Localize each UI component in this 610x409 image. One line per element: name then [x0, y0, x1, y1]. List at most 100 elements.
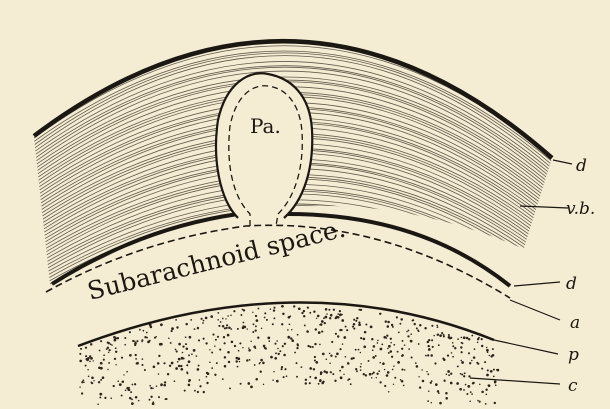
cortex-dot	[428, 391, 429, 392]
cortex-dot	[217, 319, 219, 321]
cortex-dot	[314, 377, 317, 380]
cortex-dot	[303, 310, 305, 312]
cortex-dot	[218, 325, 220, 327]
cortex-dot	[110, 397, 112, 399]
cortex-dot	[351, 357, 353, 359]
cortex-dot	[224, 365, 227, 368]
cortex-dot	[231, 341, 234, 344]
cortex-dot	[108, 362, 110, 364]
cortex-dot	[290, 337, 292, 339]
cortex-dot	[485, 403, 487, 405]
cortex-dot	[237, 366, 239, 368]
cortex-dot	[237, 357, 240, 360]
cortex-dot	[339, 348, 341, 350]
cortex-dot	[247, 382, 250, 385]
cortex-dot	[106, 348, 108, 350]
cortex-dot	[342, 343, 343, 344]
cortex-dot	[99, 393, 102, 396]
cortex-dot	[318, 383, 320, 385]
cortex-dot	[176, 326, 178, 328]
cortex-dot	[399, 323, 401, 325]
cortex-dot	[330, 355, 332, 357]
cortex-dot	[211, 367, 213, 369]
cortex-dot	[463, 375, 465, 377]
cortex-dot	[180, 368, 183, 371]
cortex-dot	[365, 323, 367, 325]
cortex-dot	[273, 371, 274, 372]
cortex-dot	[402, 354, 404, 356]
cortex-dot	[223, 336, 225, 338]
cortex-dot	[387, 348, 389, 350]
cortex-dot	[328, 309, 330, 311]
cortex-dot	[248, 349, 251, 352]
cortex-dot	[226, 324, 228, 326]
cortex-dot	[243, 322, 245, 324]
cortex-dot	[88, 375, 90, 377]
cortex-dot	[273, 309, 275, 311]
cortex-dot	[150, 326, 153, 329]
cortex-dot	[456, 382, 459, 385]
cortex-dot	[254, 364, 256, 366]
cortex-dot	[248, 347, 249, 348]
cortex-dot	[252, 312, 253, 313]
cortex-dot	[217, 336, 219, 338]
cortex-dot	[107, 369, 108, 370]
cortex-dot	[80, 348, 82, 350]
cortex-dot	[249, 359, 251, 361]
cortex-dot	[398, 332, 400, 334]
cortex-dot	[322, 381, 324, 383]
cortex-dot	[490, 370, 493, 373]
cortex-dot	[303, 315, 305, 317]
cortex-dot	[341, 329, 343, 331]
cortex-dot	[242, 309, 243, 310]
cortex-dot	[297, 334, 299, 336]
cortex-dot	[337, 313, 339, 315]
cortex-dot	[103, 359, 105, 361]
cortex-dot	[277, 348, 279, 350]
cortex-dot	[284, 368, 286, 370]
cortex-dot	[113, 385, 115, 387]
cortex-dot	[289, 323, 291, 325]
cortex-dot	[360, 366, 362, 368]
cortex-dot	[329, 353, 331, 355]
cortex-dot	[293, 305, 295, 307]
cortex-dot	[378, 370, 380, 372]
cortex-dot	[462, 343, 464, 345]
cortex-dot	[463, 389, 465, 391]
cortex-dot	[135, 396, 138, 399]
cortex-dot	[186, 364, 188, 366]
cortex-dot	[418, 330, 420, 332]
cortex-dot	[352, 326, 354, 328]
cortex-dot	[264, 312, 266, 314]
cortex-dot	[244, 326, 247, 329]
cortex-dot	[99, 350, 101, 352]
cortex-dot	[419, 386, 421, 388]
cortex-dot	[85, 365, 87, 367]
cortex-dot	[358, 323, 361, 326]
cortex-dot	[484, 361, 486, 363]
cortex-dot	[238, 350, 240, 352]
cortex-dot	[174, 380, 176, 382]
cortex-dot	[477, 400, 479, 402]
cortex-dot	[259, 363, 261, 365]
leader-d-inner	[514, 282, 560, 286]
cortex-dot	[309, 376, 311, 378]
cortex-dot	[369, 373, 372, 376]
cortex-dot	[481, 338, 483, 340]
cortex-dot	[206, 382, 208, 384]
cortex-dot	[360, 363, 361, 364]
cortex-dot	[160, 323, 163, 326]
cortex-dot	[461, 361, 464, 364]
cortex-dot	[431, 325, 433, 327]
cortex-dot	[402, 340, 404, 342]
cortex-dot	[115, 351, 117, 353]
cortex-dot	[264, 317, 266, 319]
cortex-dot	[414, 323, 416, 325]
cortex-dot	[281, 305, 283, 307]
cortex-dot	[93, 380, 94, 381]
cortex-dot	[209, 362, 211, 364]
cortex-dot	[450, 337, 452, 339]
cortex-dot	[237, 328, 239, 330]
cortex-dot	[119, 383, 122, 386]
cortex-dot	[353, 319, 355, 321]
